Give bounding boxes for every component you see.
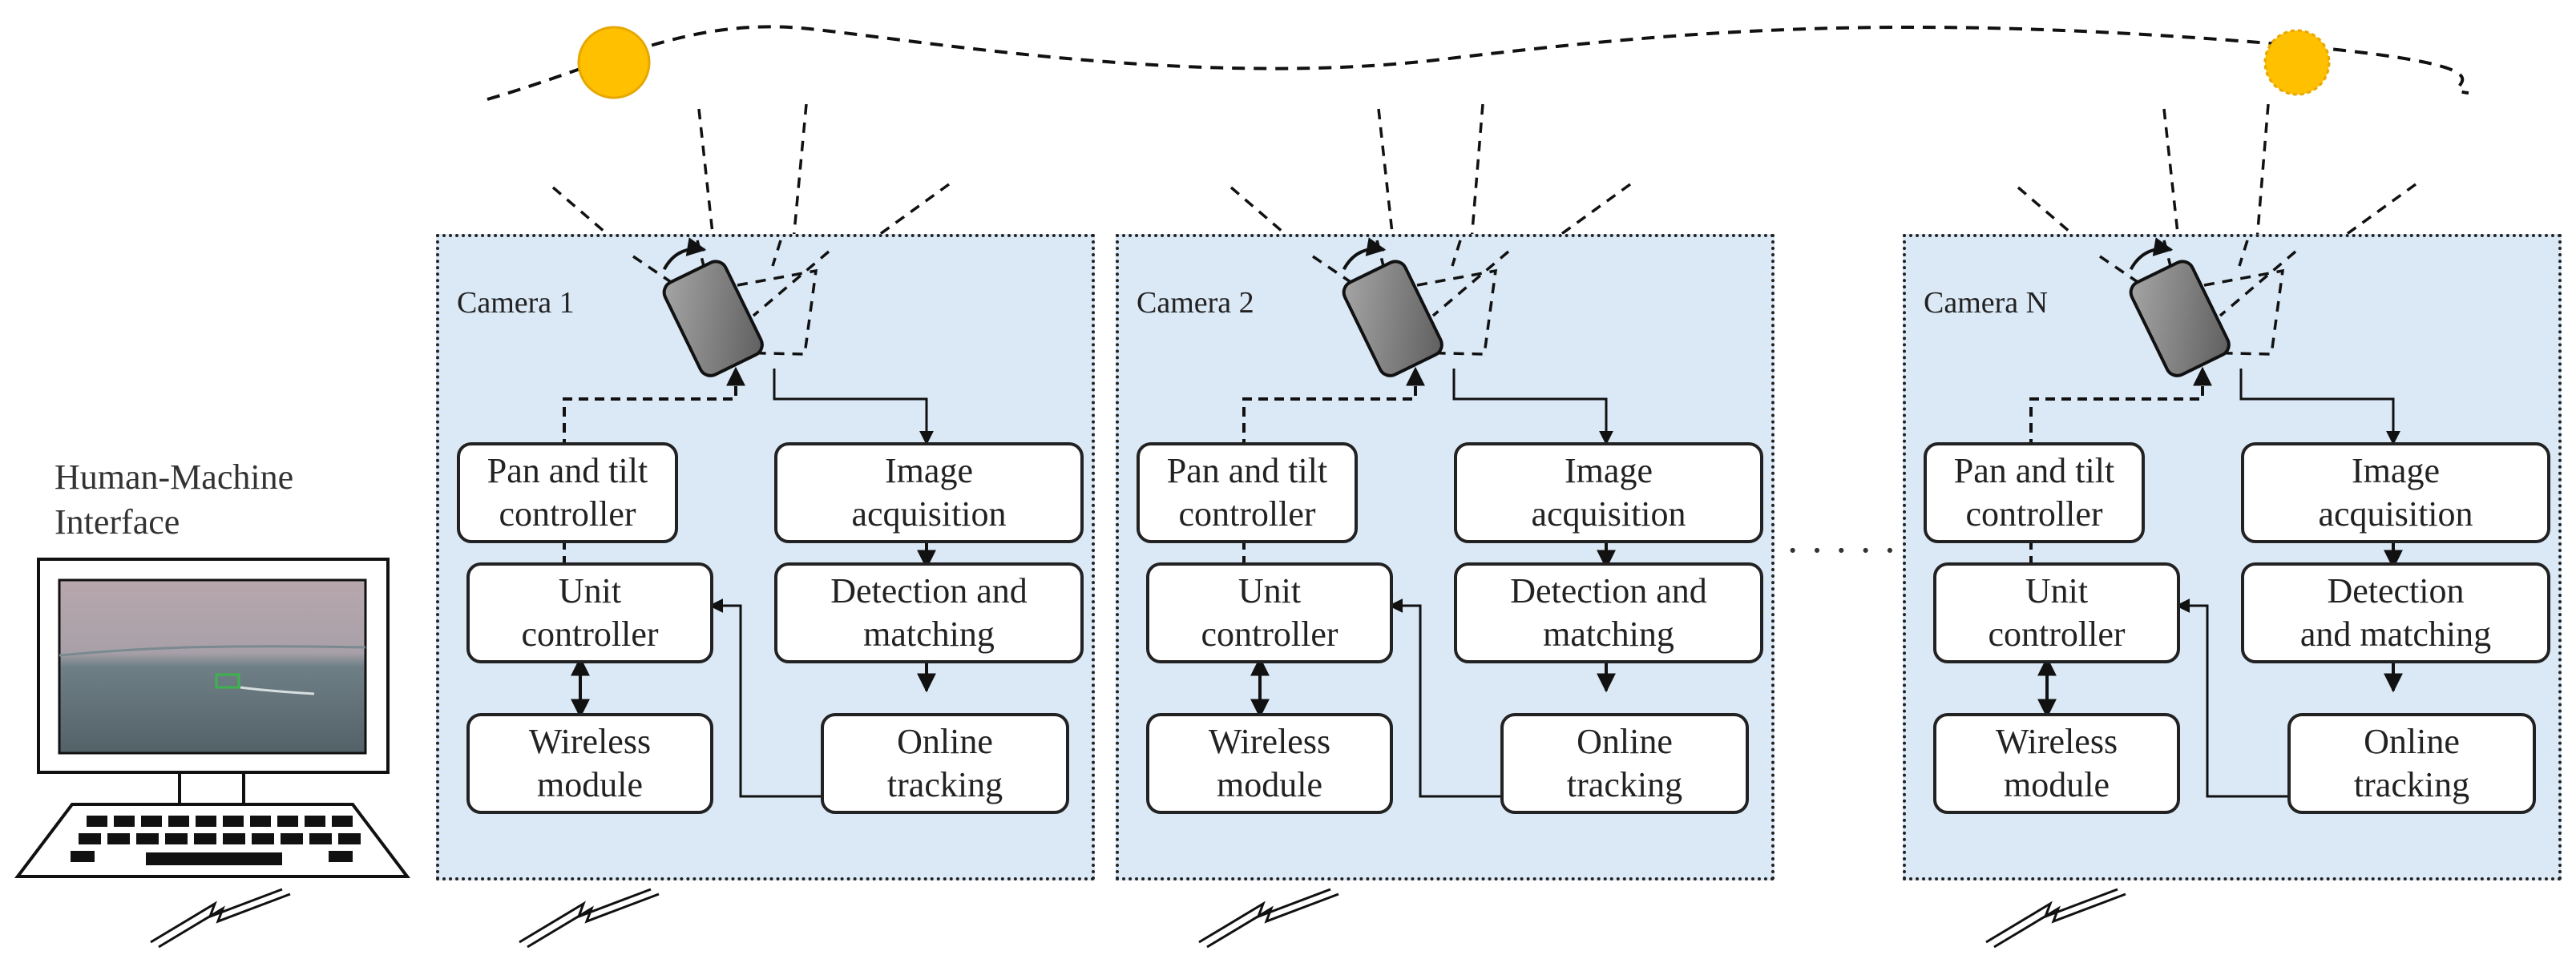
pan-tilt-controller-block: Pan and tilt controller bbox=[457, 442, 678, 543]
sun-trajectory-path bbox=[487, 25, 2469, 101]
screen-detection-box bbox=[215, 673, 240, 689]
camera-panel-2: Camera 2 Pan and t bbox=[1116, 234, 1775, 880]
detection-matching-block: Detection and matching bbox=[2241, 562, 2550, 663]
camera-title: Camera 2 bbox=[1137, 286, 1254, 320]
camera-title: Camera N bbox=[1924, 286, 2049, 320]
online-tracking-block: Online tracking bbox=[2287, 713, 2536, 814]
wireless-module-block: Wireless module bbox=[1933, 713, 2180, 814]
unit-controller-block: Unit controller bbox=[466, 562, 713, 663]
ptz-camera-icon bbox=[2129, 237, 2231, 377]
detection-matching-block: Detection and matching bbox=[774, 562, 1084, 663]
wireless-module-block: Wireless module bbox=[1146, 713, 1393, 814]
image-acquisition-block: Image acquisition bbox=[774, 442, 1084, 543]
online-tracking-block: Online tracking bbox=[1500, 713, 1749, 814]
camera-panel-wiring bbox=[555, 237, 936, 798]
camera-panel-n: Camera N Pan and t bbox=[1903, 234, 2562, 880]
sun-icon bbox=[2263, 29, 2331, 96]
pan-tilt-controller-block: Pan and tilt controller bbox=[1137, 442, 1358, 543]
pan-tilt-controller-block: Pan and tilt controller bbox=[1924, 442, 2145, 543]
ptz-camera-icon bbox=[1342, 237, 1443, 377]
camera-panel-1: Camera 1 Pan and t bbox=[436, 234, 1095, 880]
wireless-signal-icons bbox=[150, 888, 2126, 949]
image-acquisition-block: Image acquisition bbox=[2241, 442, 2550, 543]
hmi-label: Human-Machine Interface bbox=[55, 457, 294, 542]
continuation-dots: · · · · · bbox=[1786, 528, 1897, 574]
unit-controller-block: Unit controller bbox=[1933, 562, 2180, 663]
wireless-module-block: Wireless module bbox=[466, 713, 713, 814]
online-tracking-block: Online tracking bbox=[821, 713, 1069, 814]
unit-controller-block: Unit controller bbox=[1146, 562, 1393, 663]
camera-title: Camera 1 bbox=[457, 286, 575, 320]
hmi-monitor-icon bbox=[37, 558, 390, 806]
field-of-view-rays bbox=[551, 103, 2417, 258]
camera-panel-wiring bbox=[1234, 237, 1616, 798]
ptz-camera-icon bbox=[662, 237, 764, 377]
sun-icon bbox=[577, 26, 651, 99]
image-acquisition-block: Image acquisition bbox=[1454, 442, 1763, 543]
hmi-keyboard-icon bbox=[14, 803, 411, 878]
detection-matching-block: Detection and matching bbox=[1454, 562, 1763, 663]
